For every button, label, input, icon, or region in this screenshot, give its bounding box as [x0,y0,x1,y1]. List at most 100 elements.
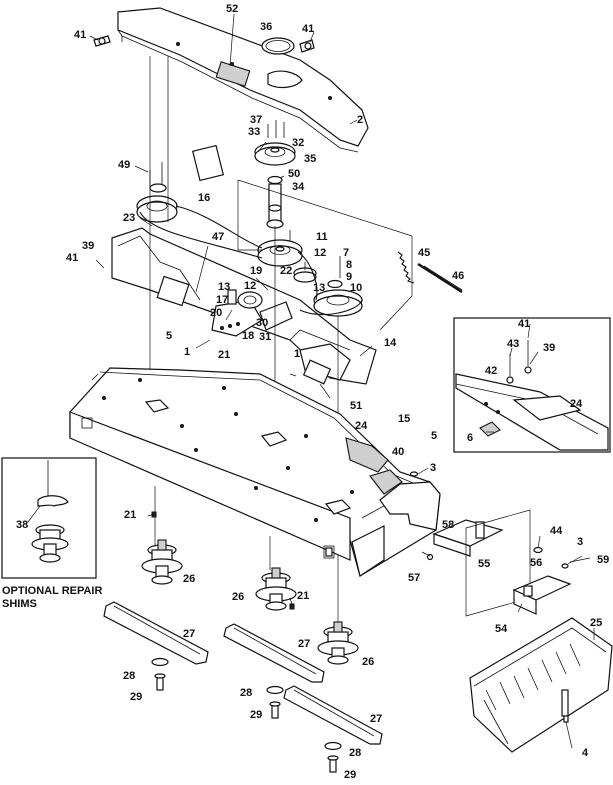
callout-54: 54 [495,623,508,635]
callout-46: 46 [452,270,464,282]
callout-27: 27 [298,638,310,650]
callout-56: 56 [530,557,542,569]
blade-hardware-right [324,741,342,773]
callout-40: 40 [392,446,404,458]
callout-26: 26 [183,573,195,585]
callout-4: 4 [582,747,589,759]
callout-12: 12 [244,280,256,292]
callout-57: 57 [408,572,420,584]
callout-55: 55 [478,558,490,570]
callout-49: 49 [118,159,130,171]
drive-belt [139,205,363,316]
idler-arm-34 [266,175,284,229]
callout-28: 28 [240,687,252,699]
blade-hardware-left [151,657,169,691]
callout-44: 44 [550,525,563,537]
decal-51 [302,359,332,385]
mount-bracket-56 [512,575,572,615]
mower-deck-housing [69,367,441,577]
idler-bracket-assembly [211,289,293,337]
callout-labels: 41 52 36 41 2 37 33 32 35 50 34 49 16 23… [16,3,609,781]
tension-rod-46 [417,262,463,294]
callout-32: 32 [292,137,304,149]
callout-1: 1 [184,346,190,358]
callout-27: 27 [183,628,195,640]
blade-hardware-center [266,685,284,719]
callout-18: 18 [242,330,254,342]
blade-right [283,685,383,745]
callout-34: 34 [292,181,305,193]
callout-31: 31 [259,331,271,343]
callout-39: 39 [82,240,94,252]
bolt-44 [533,546,543,554]
callout-36: 36 [260,21,272,33]
callout-5: 5 [431,430,437,442]
small-idler-pulley [293,262,317,283]
callout-3: 3 [430,462,436,474]
discharge-deflector [469,617,613,753]
callout-43: 43 [507,338,519,350]
callout-13: 13 [218,281,230,293]
callout-12: 12 [314,247,326,259]
decal-15 [345,437,389,473]
blade-left [103,601,209,665]
cover-knob-left [93,35,111,47]
callout-5: 5 [166,330,172,342]
right-detail-inset [453,317,611,453]
callout-6: 6 [467,432,473,444]
callout-41: 41 [66,252,78,264]
callout-37: 37 [250,114,262,126]
callout-26: 26 [232,591,244,603]
callout-20: 20 [210,307,222,319]
center-spindle-pulley [257,230,303,267]
bracket-window [156,275,190,307]
callout-38: 38 [16,519,28,531]
bolt-21-center [289,603,295,610]
callout-33: 33 [248,126,260,138]
cover-knob-right [299,39,315,53]
callout-41: 41 [74,29,86,41]
callout-28: 28 [123,670,135,682]
idler-pulley-35 [254,120,296,166]
callout-58: 58 [442,519,454,531]
callout-29: 29 [344,769,356,781]
decal-40 [369,469,403,495]
mount-bracket-55 [432,509,531,617]
decal-16 [192,144,224,182]
callout-22: 22 [280,265,292,277]
belt-cover-shield [117,7,369,153]
callout-41: 41 [518,318,530,330]
callout-8: 8 [346,259,352,271]
callout-10: 10 [350,282,362,294]
optional-shims-inset [1,457,97,579]
spindle-left [141,539,183,585]
callout-21: 21 [297,590,309,602]
callout-2: 2 [357,114,363,126]
callout-9: 9 [346,271,352,283]
callout-3: 3 [577,536,583,548]
callout-1: 1 [294,348,300,360]
spindle-center [255,567,297,611]
callout-28: 28 [349,747,361,759]
callout-24: 24 [570,398,583,410]
callout-25: 25 [590,617,602,629]
callout-26: 26 [362,656,374,668]
callout-23: 23 [123,212,135,224]
callout-29: 29 [250,709,262,721]
callout-52: 52 [226,3,238,15]
callout-39: 39 [543,342,555,354]
left-spindle-pulley [136,162,178,223]
callout-30: 30 [256,317,268,329]
inset-caption-line2: SHIMS [2,598,37,610]
tension-spring-45 [397,251,415,284]
right-spindle-pulley [313,256,363,317]
callout-15: 15 [398,413,410,425]
spindle-right [317,621,359,665]
callout-13: 13 [313,282,325,294]
inset-caption-line1: OPTIONAL REPAIR [2,585,102,597]
callout-42: 42 [485,365,497,377]
callout-51: 51 [350,400,362,412]
callout-19: 19 [250,265,262,277]
callout-11: 11 [316,231,328,243]
